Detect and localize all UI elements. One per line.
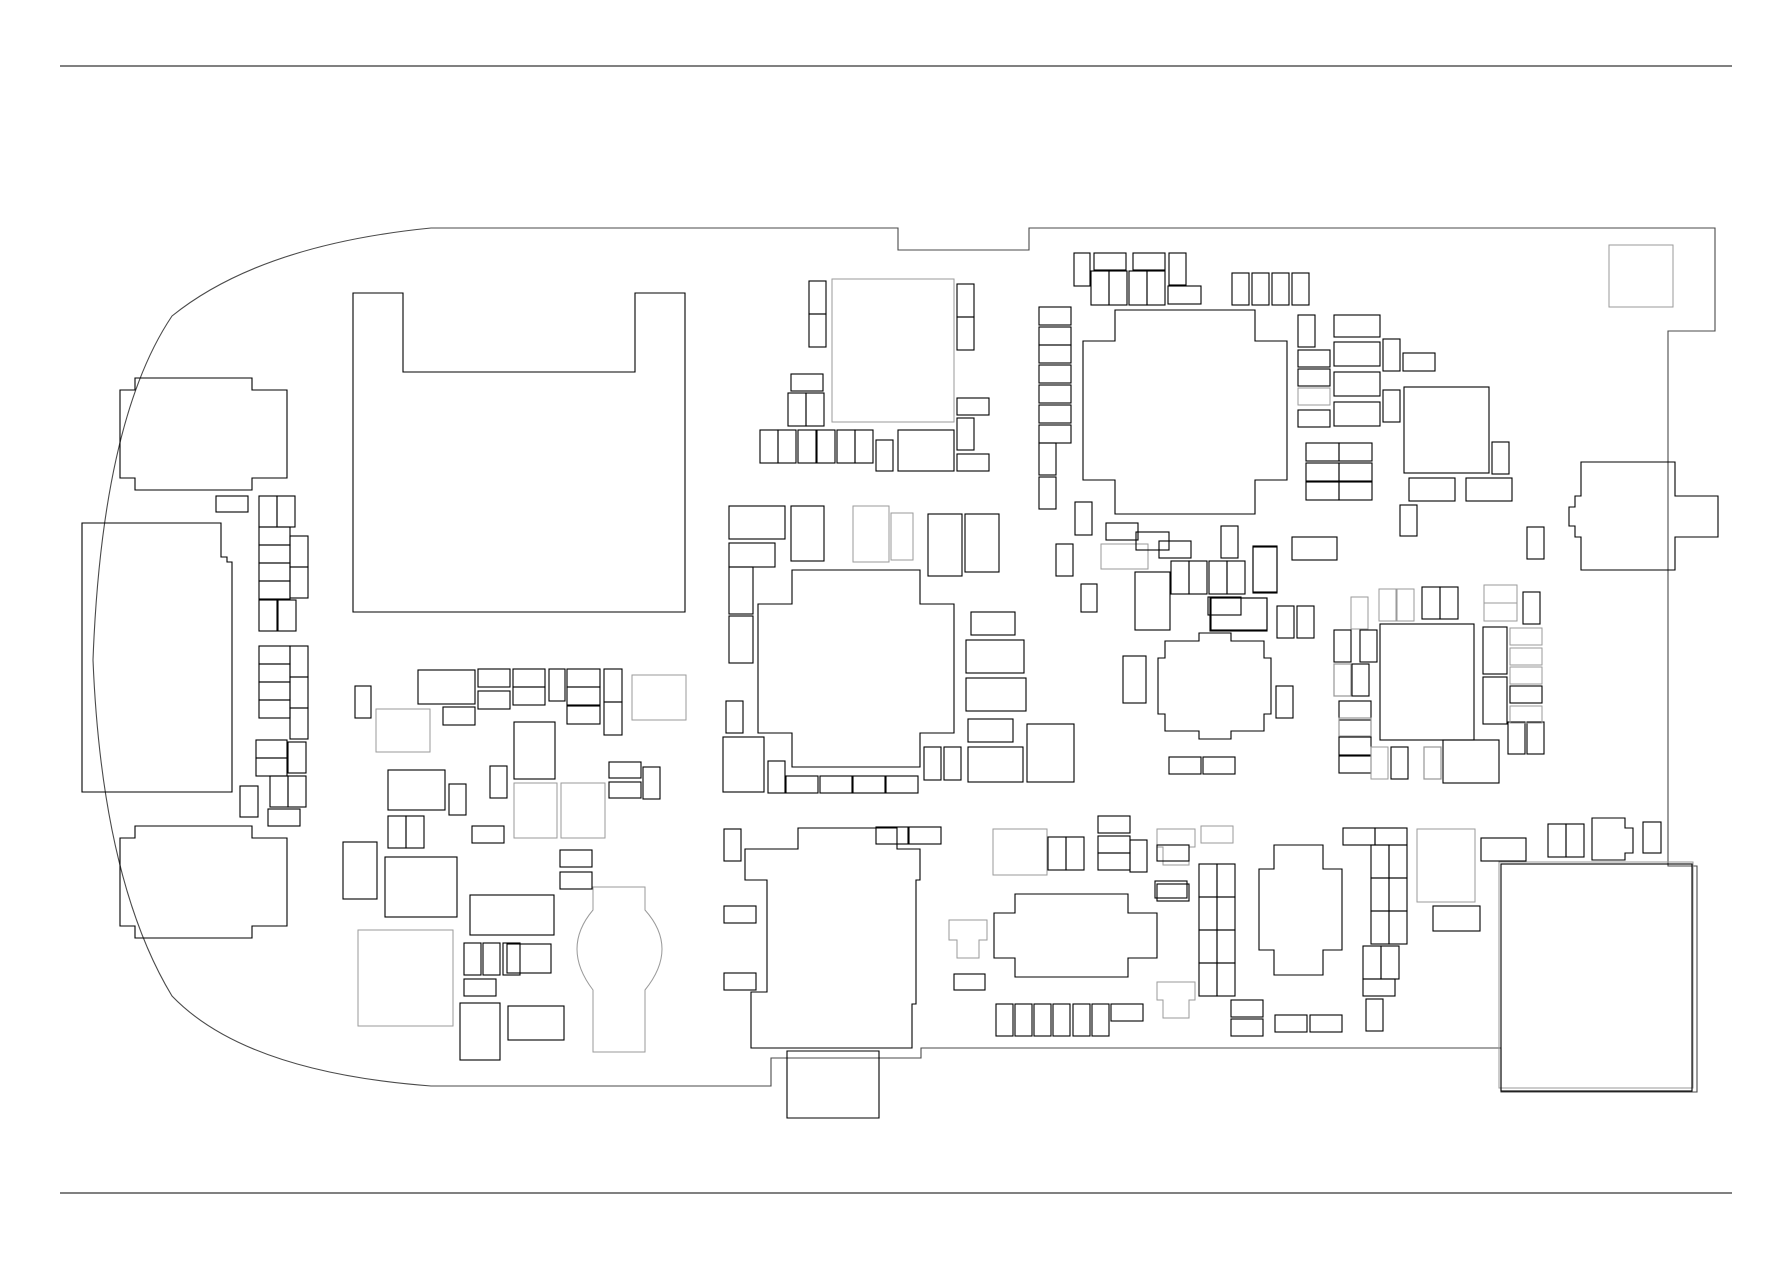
passive-components (215, 252, 1662, 1037)
large-components (81, 292, 1719, 1119)
faint-regions (357, 244, 1694, 1089)
board-outline (92, 227, 1716, 1093)
faint-passives (1200, 387, 1543, 844)
